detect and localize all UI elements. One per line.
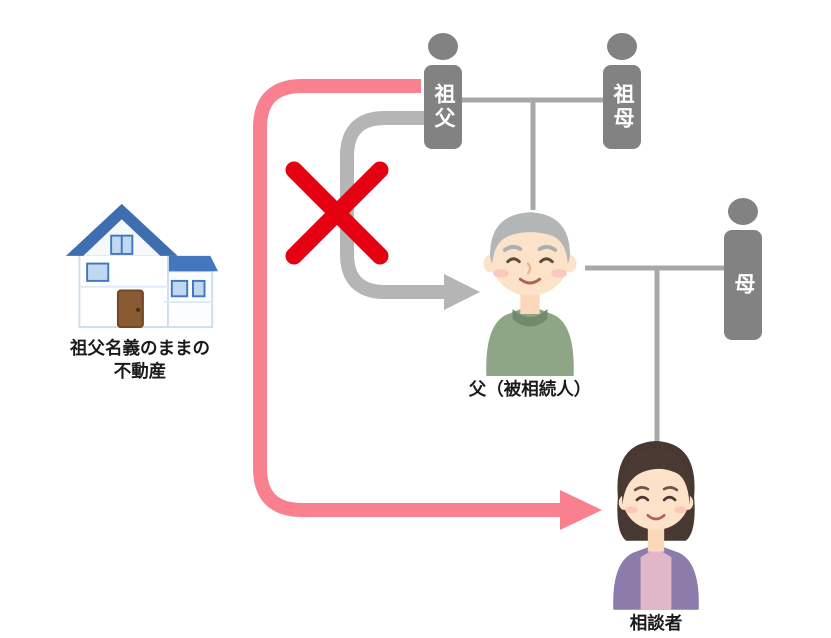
house-caption: 祖父名義のままの 不動産 xyxy=(30,337,250,383)
house-illustration xyxy=(64,196,218,339)
consultant-caption: 相談者 xyxy=(629,613,683,633)
direct-transfer-arrow xyxy=(253,79,562,517)
mother-label: 母 xyxy=(724,230,762,340)
house-icon xyxy=(65,203,218,329)
woman-icon xyxy=(613,440,699,610)
mother-head-icon xyxy=(728,198,758,225)
mother-node: 母 xyxy=(724,198,762,340)
grandfather-label: 祖父 xyxy=(424,65,462,149)
consultant-illustration xyxy=(597,428,715,615)
elderly-man-icon xyxy=(483,212,577,376)
house-caption-line2: 不動産 xyxy=(113,360,167,381)
father-caption: 父（被相続人） xyxy=(468,379,592,399)
grandfather-node: 祖父 xyxy=(424,33,462,149)
grandmother-label: 祖母 xyxy=(603,65,641,149)
grandfather-head-icon xyxy=(428,33,458,60)
blocked-inheritance-arrowhead xyxy=(444,274,480,310)
direct-transfer-arrowhead xyxy=(560,490,602,530)
grandmother-head-icon xyxy=(607,33,637,60)
house-caption-line1: 祖父名義のままの xyxy=(70,338,210,358)
father-illustration xyxy=(467,190,593,381)
cross-icon xyxy=(285,161,389,265)
grandmother-node: 祖母 xyxy=(603,33,641,149)
